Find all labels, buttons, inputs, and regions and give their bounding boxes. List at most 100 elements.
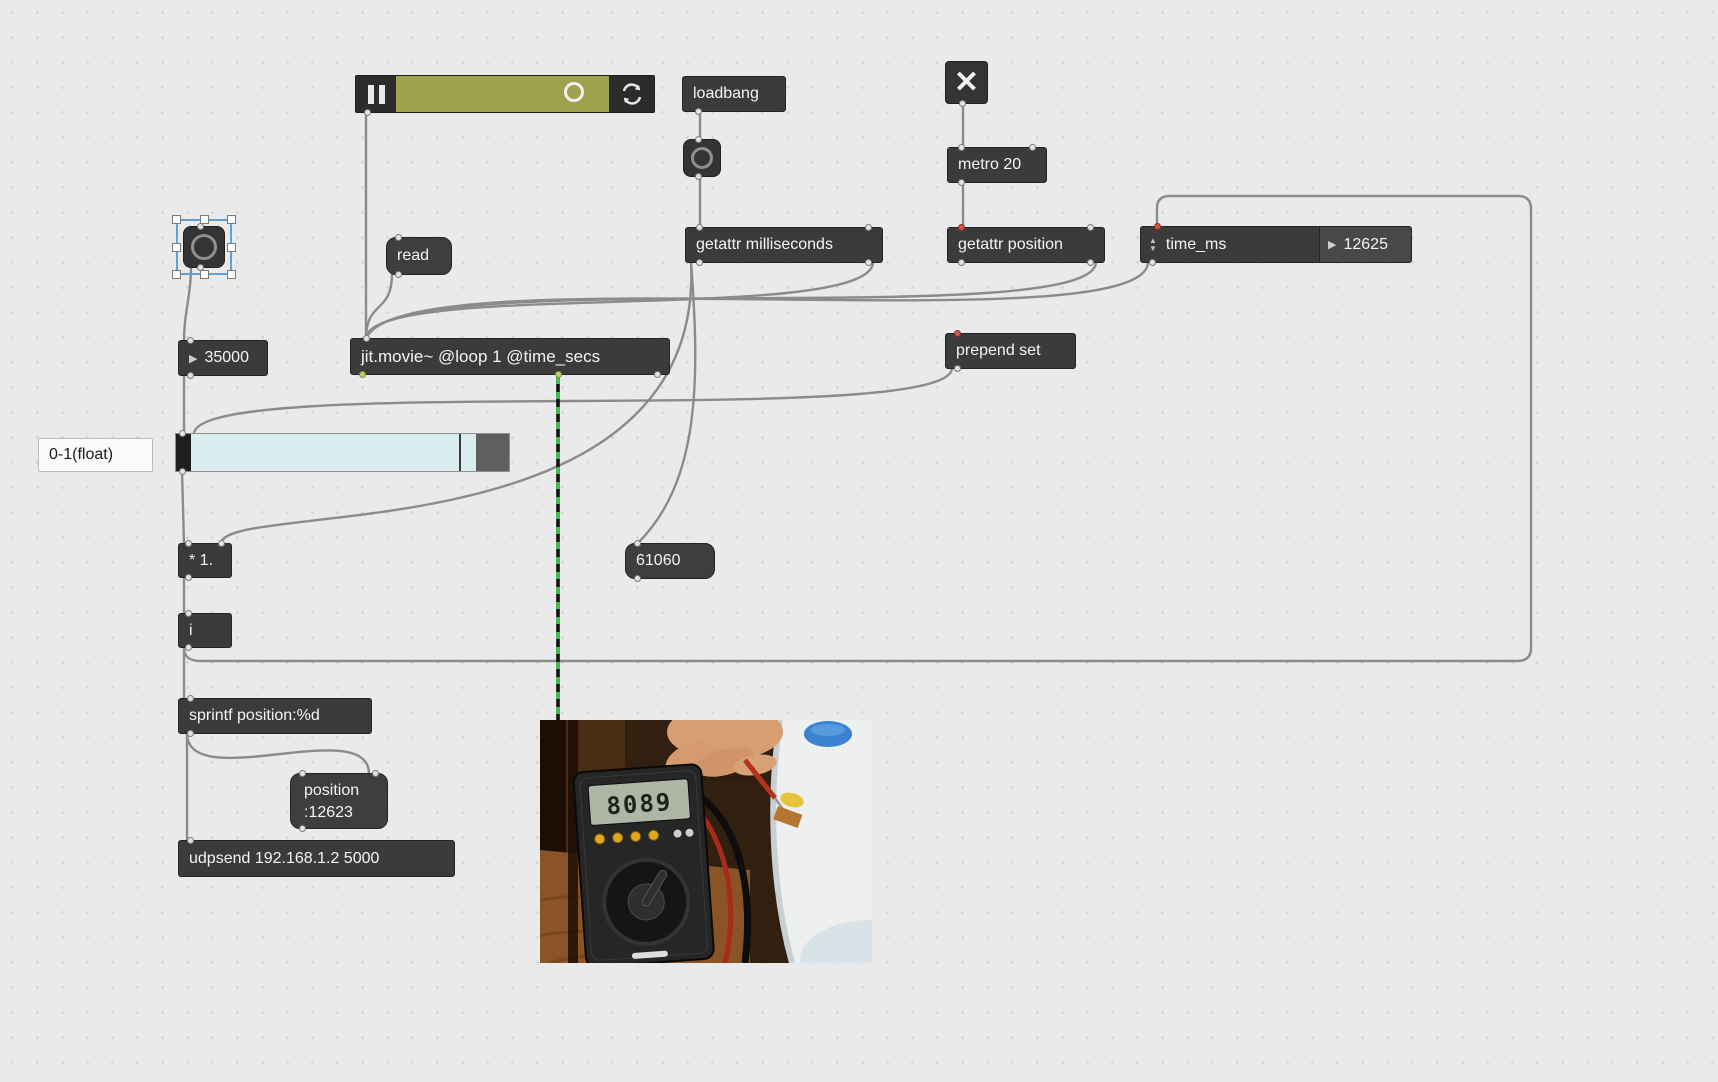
selection-handle[interactable] <box>172 215 181 224</box>
prepend-inlet <box>954 330 961 337</box>
playbar[interactable] <box>355 75 655 116</box>
slider[interactable] <box>175 430 510 475</box>
bang-inlet <box>695 136 702 143</box>
multiply-label: * 1. <box>189 551 214 569</box>
prepend-set-label: prepend set <box>956 342 1041 359</box>
getattr-milliseconds-label: getattr milliseconds <box>696 236 833 253</box>
multimeter: 8089 <box>572 763 715 963</box>
selection-handle[interactable] <box>172 243 181 252</box>
metro-label: metro 20 <box>958 156 1022 173</box>
metro-inlet-left <box>958 144 965 151</box>
read-message[interactable]: read <box>386 234 452 278</box>
cord-sprintf-to-message <box>185 731 371 776</box>
number-triangle-icon: ▶ <box>1328 239 1337 251</box>
loadbang-object[interactable]: loadbang <box>682 76 786 115</box>
comment-text: 0-1(float) <box>49 446 114 463</box>
attrui-spinner[interactable]: ▲ ▼ <box>1149 236 1157 253</box>
number35000-outlet <box>187 372 194 379</box>
comment-0-1-float[interactable]: 0-1(float) <box>38 438 153 472</box>
black-wire <box>688 786 751 963</box>
jitmovie-outlet-right <box>654 371 661 378</box>
number-box-61060[interactable]: 61060 <box>625 540 715 582</box>
getattrpos-inlet-left <box>958 224 965 231</box>
jit-movie-object[interactable]: jit.movie~ @loop 1 @time_secs <box>350 335 670 378</box>
getattrpos-inlet-right <box>1087 224 1094 231</box>
sprintf-object[interactable]: sprintf position:%d <box>178 695 372 737</box>
cord-slider-to-multiply <box>180 469 186 546</box>
jitmovie-outlet-matrix <box>359 371 366 378</box>
prepend-set-object[interactable]: prepend set <box>945 330 1076 372</box>
red-probe <box>743 758 777 800</box>
position-message-line1: position <box>304 782 360 799</box>
selection-handle[interactable] <box>227 243 236 252</box>
sprintf-inlet <box>187 695 194 702</box>
getattrms-inlet-right <box>865 224 872 231</box>
selection-handle[interactable] <box>172 270 181 279</box>
udpsend-label: udpsend 192.168.1.2 5000 <box>189 849 380 867</box>
multiply-object[interactable]: * 1. <box>178 540 232 581</box>
attrui-inlet <box>1154 223 1161 230</box>
int-inlet <box>185 610 192 617</box>
int-outlet <box>185 644 192 651</box>
getattr-milliseconds-object[interactable]: getattr milliseconds <box>685 224 883 266</box>
slider-outlet <box>179 468 186 475</box>
udpsend-inlet <box>187 837 194 844</box>
number-box-35000[interactable]: ▶ 35000 <box>178 337 268 379</box>
metro-outlet <box>958 179 965 186</box>
cord-getattrms-to-multiply <box>219 260 693 546</box>
jit-movie-label: jit.movie~ @loop 1 @time_secs <box>361 346 601 366</box>
pause-icon[interactable] <box>356 76 396 112</box>
read-label: read <box>397 247 430 264</box>
position-message[interactable]: position :12623 <box>290 770 388 832</box>
spinner-down-icon: ▼ <box>1149 243 1157 253</box>
loop-button[interactable] <box>609 76 654 112</box>
selected-bang-wrapper[interactable] <box>172 215 236 279</box>
selection-handle[interactable] <box>200 270 209 279</box>
cord-attrui-to-jitmovie <box>364 260 1150 341</box>
slider-inlet <box>179 430 186 437</box>
cord-getattrpos-to-jitmovie <box>364 260 1098 341</box>
playbar-knob[interactable] <box>564 82 584 102</box>
int-label: i <box>189 621 193 639</box>
number61060-inlet <box>634 540 641 547</box>
position-message-line2: :12623 <box>304 804 353 821</box>
prepend-outlet <box>954 365 961 372</box>
multiply-inlet-left <box>185 540 192 547</box>
attrui-time-ms[interactable]: ▲ ▼ time_ms ▶ 12625 <box>1140 223 1412 266</box>
selection-handle[interactable] <box>227 215 236 224</box>
getattr-position-object[interactable]: getattr position <box>947 224 1105 266</box>
sprintf-outlet <box>187 730 194 737</box>
multiply-outlet <box>185 574 192 581</box>
bang-circle-icon <box>691 147 713 169</box>
int-object[interactable]: i <box>178 610 232 651</box>
read-inlet <box>395 234 402 241</box>
cord-bang-to-number <box>182 266 193 343</box>
bang-circle-icon <box>191 234 217 260</box>
bang-button[interactable] <box>683 136 721 180</box>
toggle[interactable]: ✕ <box>945 61 988 107</box>
slider-knob[interactable] <box>176 434 191 471</box>
metro-object[interactable]: metro 20 <box>947 144 1047 186</box>
getattrms-outlet-left <box>696 259 703 266</box>
posmsg-inlet-left <box>299 770 306 777</box>
metro-inlet-right <box>1029 144 1036 151</box>
jit-pwindow-video[interactable]: 8089 <box>540 720 872 963</box>
udpsend-object[interactable]: udpsend 192.168.1.2 5000 <box>178 837 455 877</box>
attrui-number[interactable]: ▶ 12625 <box>1319 227 1411 262</box>
toggle-x-icon: ✕ <box>953 66 980 99</box>
getattrpos-outlet-right <box>1087 259 1094 266</box>
number35000-inlet <box>187 337 194 344</box>
jitmovie-inlet <box>363 335 370 342</box>
slider-end-block <box>476 434 509 471</box>
bang-button-selected[interactable] <box>183 223 225 271</box>
bang2-inlet <box>197 223 204 230</box>
number-35000-value: 35000 <box>204 349 249 366</box>
playbar-track[interactable] <box>396 76 609 112</box>
selection-handle[interactable] <box>227 270 236 279</box>
meter-display-value: 8089 <box>606 788 674 821</box>
read-outlet <box>395 271 402 278</box>
posmsg-outlet <box>299 825 306 832</box>
cord-getattrms-to-61060 <box>635 260 697 546</box>
loop-icon <box>622 83 641 105</box>
